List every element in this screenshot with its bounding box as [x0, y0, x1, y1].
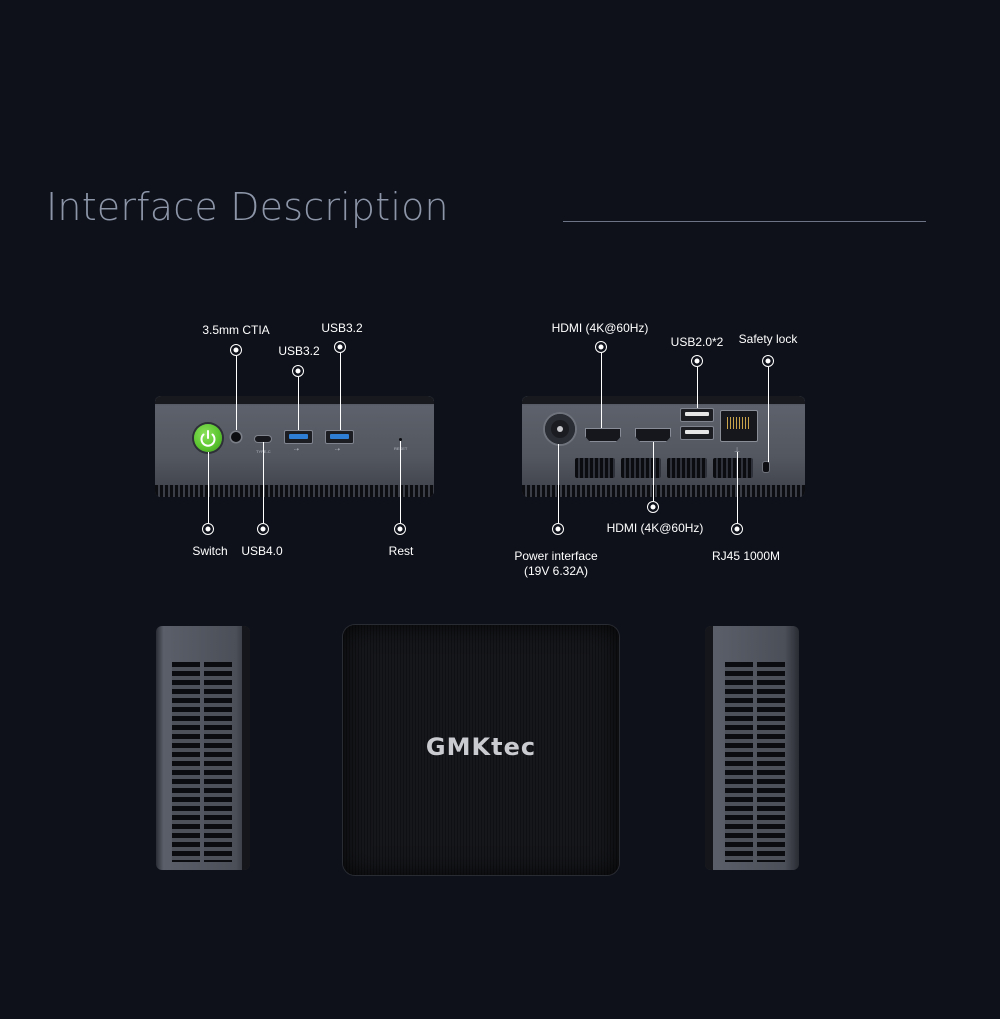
callout-dot-power-interface [552, 523, 564, 535]
left-side-edge [242, 626, 250, 870]
hdmi-port-1 [585, 428, 621, 442]
callout-dot-hdmi-top [595, 341, 607, 353]
rear-grille-3 [667, 458, 707, 478]
page-title: Interface Description [46, 185, 449, 229]
label-hdmi-bottom: HDMI (4K@60Hz) [606, 521, 704, 535]
power-icon [200, 430, 216, 447]
leader-safety-lock [768, 367, 769, 462]
label-reset: Rest [388, 544, 414, 558]
usb20-port-bottom [680, 426, 714, 440]
rj45-port [720, 410, 758, 442]
label-switch: Switch [192, 544, 228, 558]
rear-grille-1 [575, 458, 615, 478]
leader-hdmi-top [601, 353, 602, 428]
leader-audio [236, 356, 237, 430]
callout-dot-usb20 [691, 355, 703, 367]
callout-dot-reset [394, 523, 406, 535]
label-power-interface-line1: Power interface [514, 549, 598, 563]
rear-panel-vents [522, 485, 805, 497]
label-usb20: USB2.0*2 [670, 335, 724, 349]
callout-dot-switch [202, 523, 214, 535]
right-side-slots-a [725, 662, 753, 862]
left-side-slots-b [204, 662, 232, 862]
leader-power-interface [558, 444, 559, 523]
callout-dot-safety-lock [762, 355, 774, 367]
front-panel-top-edge [155, 396, 434, 404]
hdmi-port-2 [635, 428, 671, 442]
power-button[interactable] [194, 424, 222, 452]
leader-usb32-right [340, 353, 341, 430]
usb32-port-right [325, 430, 354, 444]
label-usb32-right: USB3.2 [321, 321, 363, 335]
usb4-port [255, 436, 271, 442]
usb-icon: ⇢ [294, 447, 300, 453]
rear-panel-top-edge [522, 396, 805, 404]
leader-switch [208, 452, 209, 523]
leader-rj45 [737, 452, 738, 523]
callout-dot-usb32-right [334, 341, 346, 353]
leader-usb20 [697, 367, 698, 408]
label-power-interface: Power interface (19V 6.32A) [514, 549, 597, 579]
left-side-view [156, 626, 250, 870]
callout-dot-usb40 [257, 523, 269, 535]
rear-panel-device [522, 396, 805, 497]
audio-jack [231, 432, 241, 442]
label-usb40: USB4.0 [241, 544, 283, 558]
rear-grille-4 [713, 458, 753, 478]
brand-logo: GMKtec [425, 733, 537, 761]
callout-dot-hdmi-bottom [647, 501, 659, 513]
callout-dot-audio [230, 344, 242, 356]
right-side-view [705, 626, 799, 870]
usb20-port-top [680, 408, 714, 422]
power-jack [545, 414, 575, 444]
label-audio: 3.5mm CTIA [202, 323, 270, 337]
leader-reset [400, 441, 401, 523]
leader-hdmi-bottom [653, 442, 654, 501]
right-side-slots-b [757, 662, 785, 862]
leader-usb32-left [298, 377, 299, 430]
label-rj45: RJ45 1000M [711, 549, 781, 563]
network-icon: ⊥ [734, 447, 741, 454]
label-safety-lock: Safety lock [738, 332, 798, 346]
title-divider [563, 221, 926, 222]
lock-slot [763, 462, 769, 472]
label-power-interface-line2: (19V 6.32A) [523, 564, 589, 578]
rj45-pins [727, 417, 751, 429]
top-view-device [343, 625, 619, 875]
label-usb32-left: USB3.2 [278, 344, 320, 358]
usb-icon: ⇢ [335, 447, 341, 453]
callout-dot-rj45 [731, 523, 743, 535]
front-panel-vents [155, 485, 434, 497]
right-side-edge [705, 626, 713, 870]
usb32-port-left [284, 430, 313, 444]
left-side-slots-a [172, 662, 200, 862]
leader-usb40 [263, 442, 264, 523]
reset-pinhole [399, 438, 402, 441]
rear-grille-2 [621, 458, 661, 478]
power-jack-pin [557, 426, 563, 432]
label-hdmi-top: HDMI (4K@60Hz) [551, 321, 649, 335]
callout-dot-usb32-left [292, 365, 304, 377]
